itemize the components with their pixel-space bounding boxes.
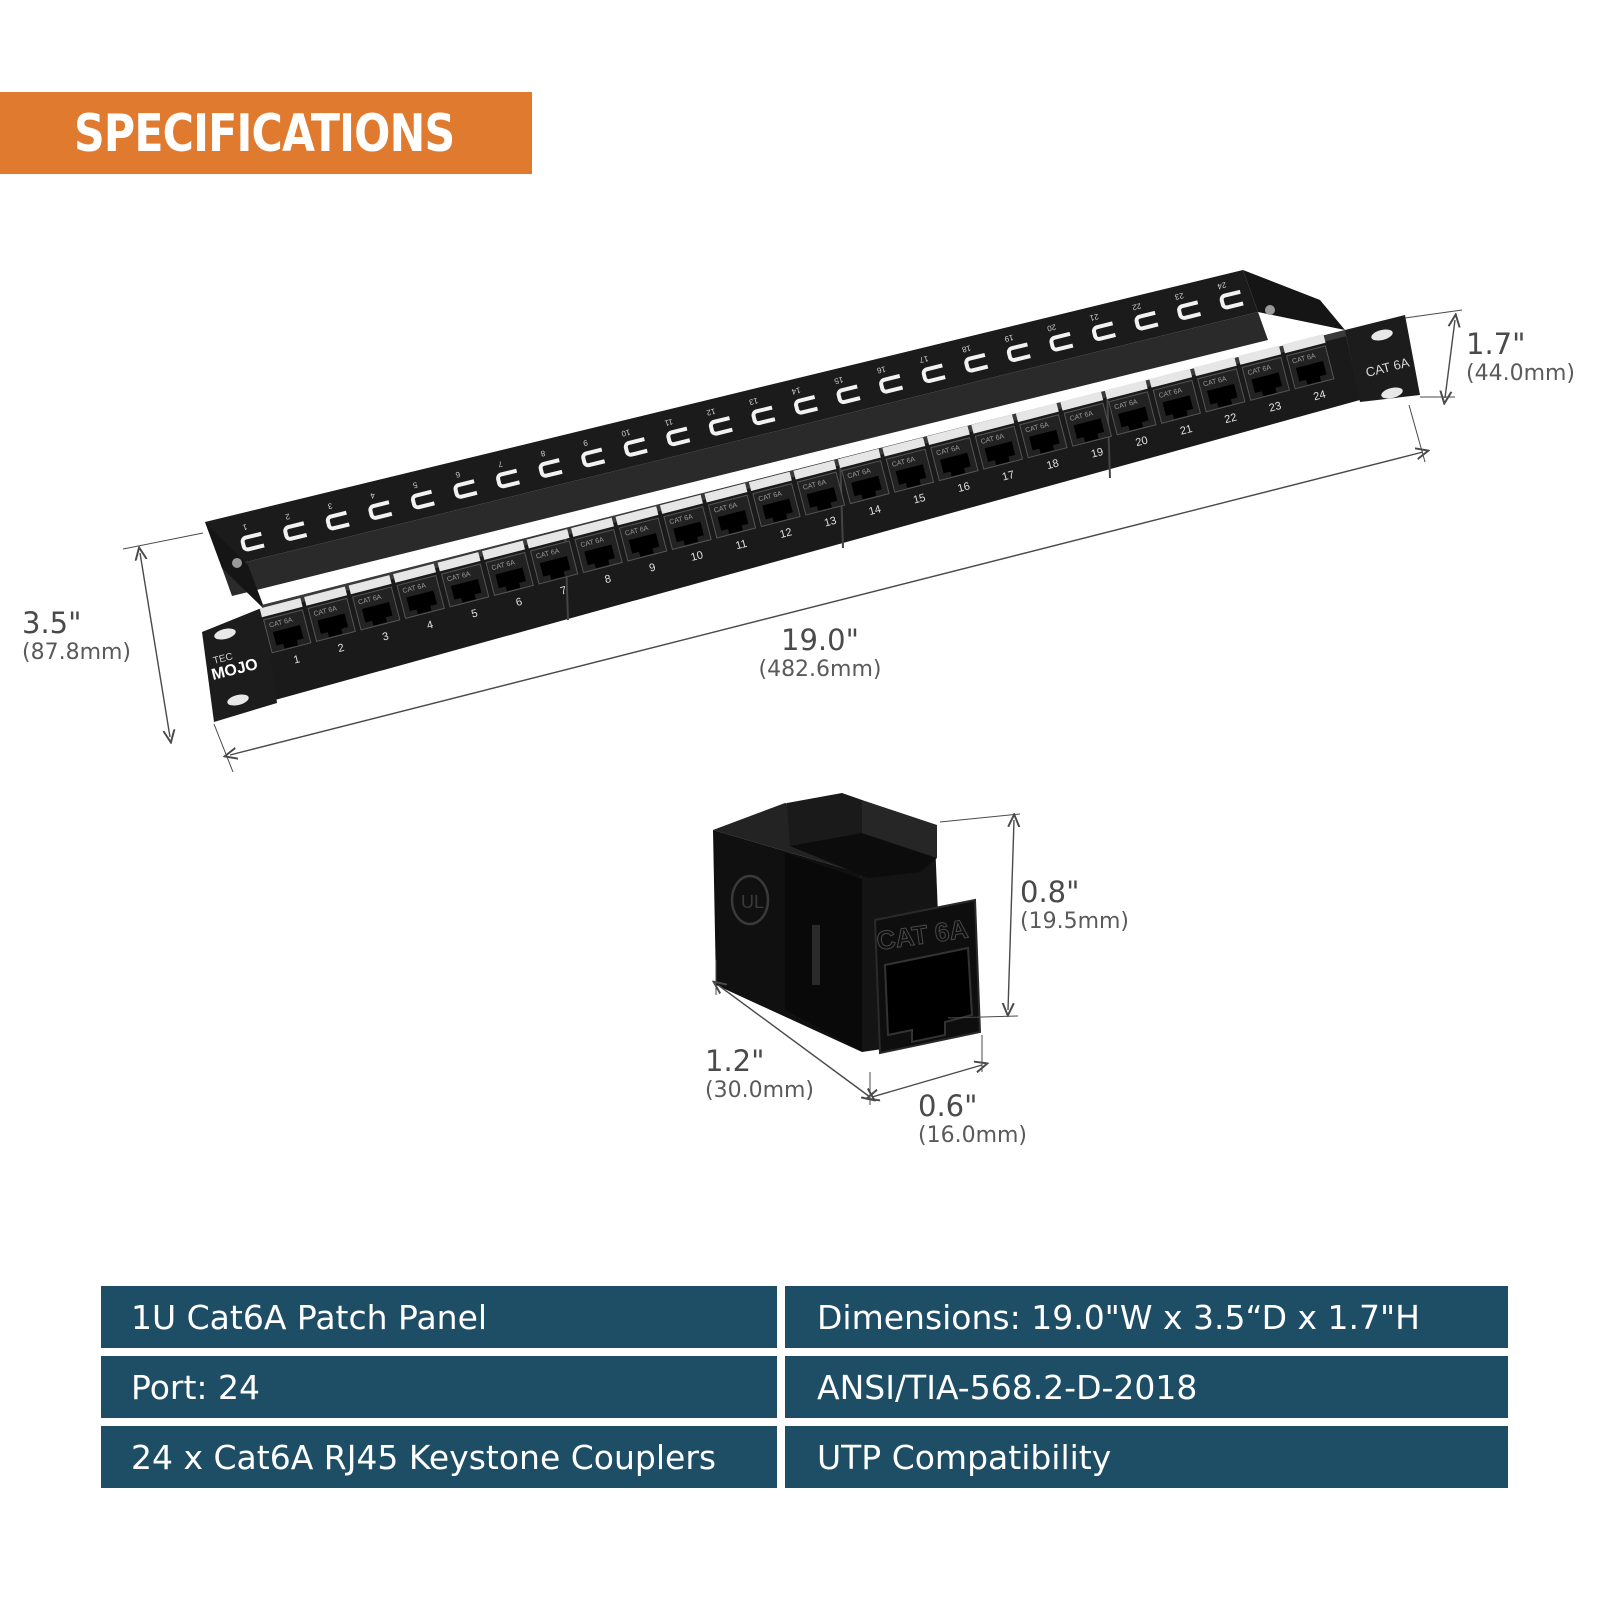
port-number: 23 [1268,400,1283,415]
cable-hook [1049,331,1074,352]
spec-cell: 24 x Cat6A RJ45 Keystone Couplers [101,1426,777,1488]
right-rack-ear [1345,315,1420,402]
spec-cell: UTP Compatibility [785,1426,1508,1488]
ul-cert-text: UL [741,892,764,912]
ul-cert-icon [730,874,770,926]
port-number: 21 [1179,423,1194,438]
cable-hook [1134,310,1159,331]
port-label-strip [1104,379,1148,400]
port-label-strip [1282,334,1326,354]
cable-hook-number: 21 [1088,312,1099,323]
specs-row: 1U Cat6A Patch Panel Dimensions: 19.0"W … [101,1286,1508,1348]
port-label-strip [1238,345,1282,365]
cable-hook [1092,321,1116,341]
rj45-jack [883,946,974,1044]
rj45-port [1295,360,1327,385]
cable-hook [708,416,733,436]
width-label: 19.0" (482.6mm) [740,623,900,683]
right-support-arm [1243,270,1345,330]
spec-cell: 1U Cat6A Patch Panel [101,1286,777,1348]
height-dimension-line [1445,320,1455,398]
right-screw [1265,305,1275,315]
cable-hook-number: 15 [833,375,844,386]
port-number: 24 [1312,389,1327,404]
port-label-strip [1193,356,1237,377]
cable-hook [1219,289,1244,310]
rj45-port [1118,406,1149,431]
spec-cell: Dimensions: 19.0"W x 3.5“D x 1.7"H [785,1286,1508,1348]
width-dimension-line [230,452,1423,755]
height-imperial: 1.7" [1466,327,1526,361]
cable-hook [751,405,776,426]
coupler-width-label: 0.6" (16.0mm) [918,1089,1048,1149]
cable-hook [879,374,904,394]
height-label: 1.7" (44.0mm) [1466,327,1590,387]
width-metric: (482.6mm) [758,657,882,683]
port-label-strip [1060,391,1104,411]
specs-row: Port: 24 ANSI/TIA-568.2-D-2018 [101,1356,1508,1418]
cable-hook [921,363,946,383]
port-label-strip [971,414,1015,434]
port-number: 20 [1134,434,1149,449]
spec-cell: ANSI/TIA-568.2-D-2018 [785,1356,1508,1418]
coupler-length-imperial: 1.2" [705,1044,765,1078]
depth-imperial: 3.5" [22,606,82,640]
cable-hook-number: 13 [748,396,759,407]
coupler-height-metric: (19.5mm) [1020,909,1130,935]
port-label-strip [1015,402,1059,423]
keystone-coupler: UL CAT 6A [713,793,982,1055]
specs-table: 1U Cat6A Patch Panel Dimensions: 19.0"W … [101,1286,1508,1496]
specifications-banner: SPECIFICATIONS [0,92,532,174]
cable-hook-number: 16 [875,364,886,375]
coupler-height-label: 0.8" (19.5mm) [1020,875,1150,935]
rj45-port [1162,395,1194,420]
banner-title: SPECIFICATIONS [74,104,455,164]
specs-row: 24 x Cat6A RJ45 Keystone Couplers UTP Co… [101,1426,1508,1488]
rj45-port [1206,383,1238,408]
right-ear-hole-bottom [1381,387,1403,399]
depth-metric: (87.8mm) [22,640,132,666]
coupler-width-imperial: 0.6" [918,1089,978,1123]
depth-dimension-line [140,553,170,737]
cable-hook-number: 14 [790,385,801,396]
port-label-strip [926,425,970,446]
height-metric: (44.0mm) [1466,361,1576,387]
coupler-width-metric: (16.0mm) [918,1123,1028,1149]
cable-hook-number: 10 [620,427,631,438]
cable-hook [836,384,861,405]
port-number: 22 [1223,412,1238,427]
cable-hook-number: 19 [1003,333,1014,344]
depth-label: 3.5" (87.8mm) [22,606,152,666]
cable-hook-number: 20 [1046,322,1057,333]
cable-hook-number: 12 [705,406,716,417]
cable-hook-number: 24 [1216,280,1227,291]
left-screw [232,558,242,568]
cable-hook [964,352,989,373]
coupler-length-label: 1.2" (30.0mm) [705,1044,835,1104]
coupler-width-line [872,1065,982,1097]
cable-hook [794,395,818,415]
coupler-length-metric: (30.0mm) [705,1078,815,1104]
spec-cell: Port: 24 [101,1356,777,1418]
cable-hook-number: 23 [1173,291,1184,302]
cable-hook-number: 18 [960,343,971,354]
port-label-strip [1149,368,1193,388]
rj45-port [1251,372,1283,397]
coupler-height-imperial: 0.8" [1020,875,1080,909]
width-imperial: 19.0" [781,623,859,657]
coupler-length-line [718,985,870,1097]
cable-hook [1177,300,1202,320]
cable-hook [666,426,691,447]
cable-hook-number: 22 [1131,301,1142,312]
right-ear-hole-top [1371,329,1393,341]
cable-hook-number: 9 [582,438,589,448]
coupler-height-line [1008,820,1014,1010]
cable-hook [1006,342,1031,362]
cable-hook-number: 11 [663,417,674,428]
rj45-port [1073,418,1105,442]
cable-hook-number: 17 [918,354,929,365]
